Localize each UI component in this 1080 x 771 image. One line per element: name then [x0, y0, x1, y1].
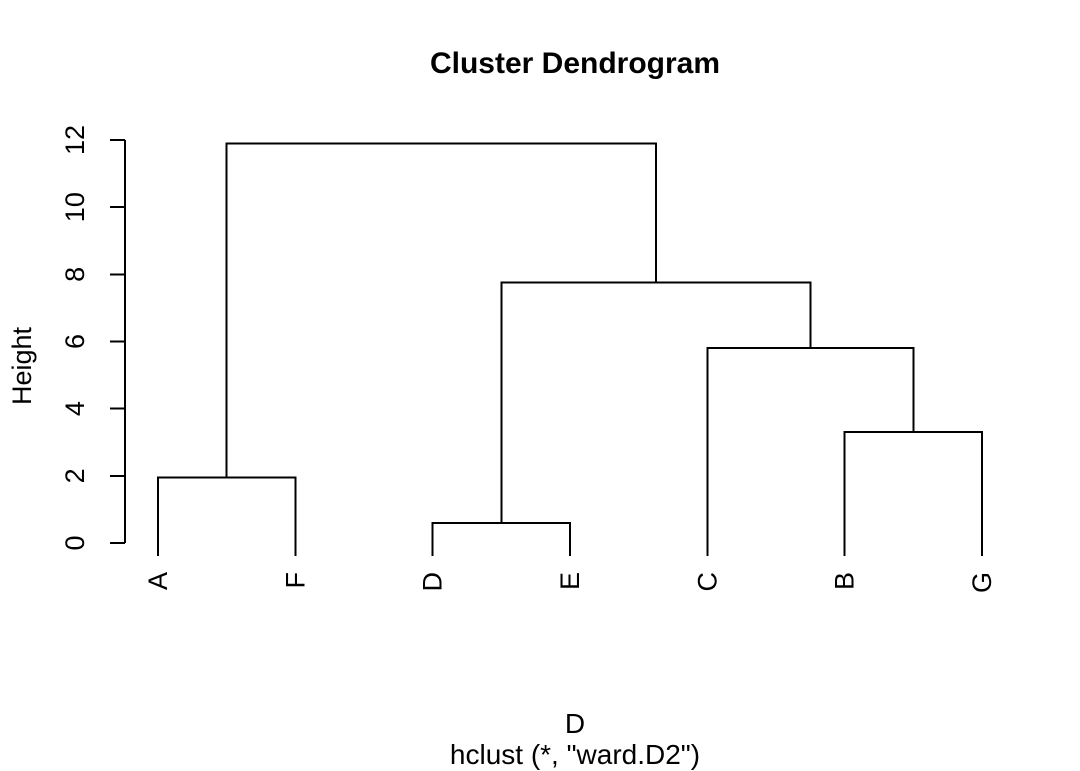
y-axis-title: Height	[7, 326, 37, 405]
leaf-label: A	[143, 572, 173, 590]
x-axis-label: D	[564, 708, 586, 739]
y-tick-label: 8	[60, 267, 90, 282]
y-tick-label: 10	[60, 192, 90, 222]
leaf-label: C	[692, 572, 722, 592]
y-tick-label: 12	[60, 125, 90, 155]
y-tick-label: 4	[60, 401, 90, 416]
x-axis-sublabel: hclust (*, "ward.D2")	[449, 739, 701, 770]
leaf-label: B	[830, 572, 860, 590]
leaf-label: D	[418, 572, 448, 592]
chart-title: Cluster Dendrogram	[429, 47, 721, 80]
leaf-label: E	[555, 572, 585, 590]
y-tick-label: 0	[60, 535, 90, 550]
leaf-label: F	[280, 572, 310, 589]
leaf-label: G	[967, 572, 997, 593]
y-tick-label: 6	[60, 334, 90, 349]
y-tick-label: 2	[60, 468, 90, 483]
